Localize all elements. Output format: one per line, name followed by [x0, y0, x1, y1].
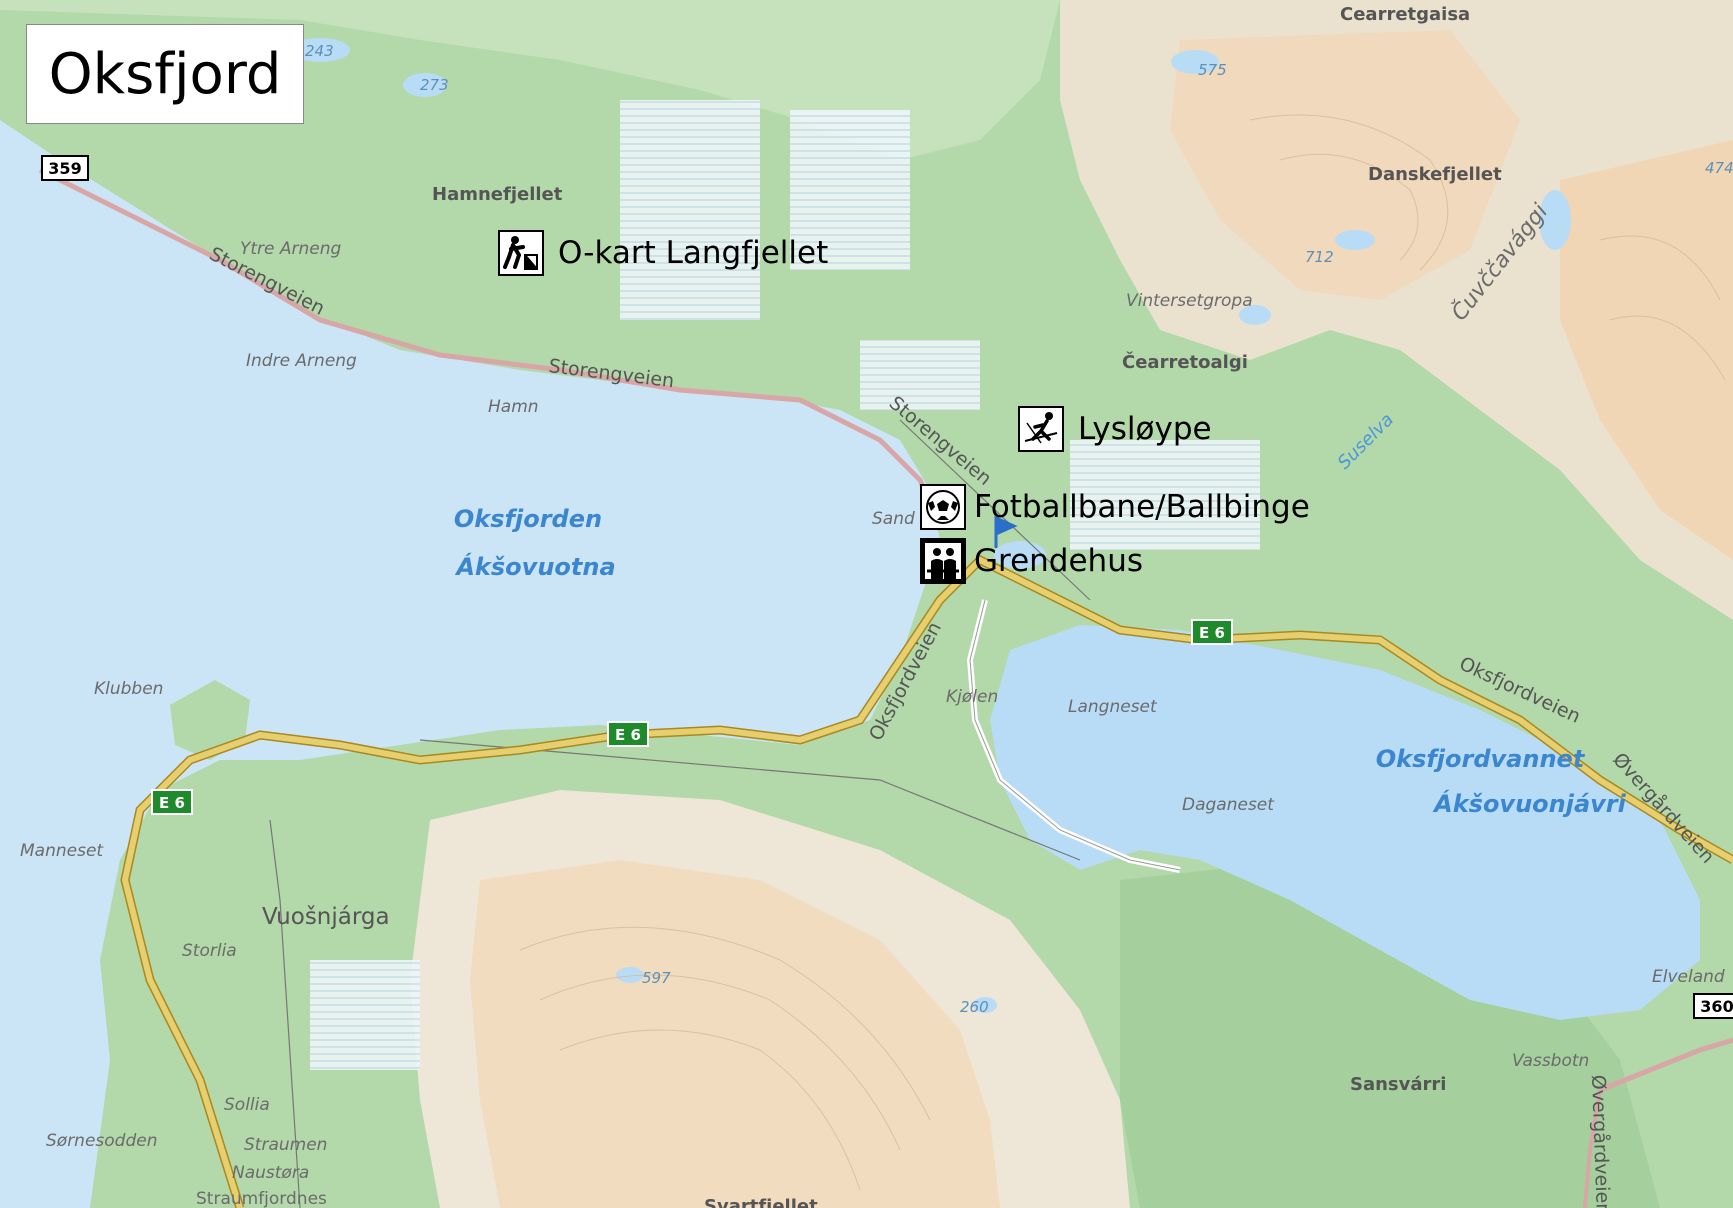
road-vassbotn	[1583, 1089, 1602, 1208]
place-sollia: Sollia	[224, 1095, 270, 1115]
place-vassbotn: Vassbotn	[1512, 1051, 1589, 1071]
lake-small-vinterset	[1239, 305, 1271, 325]
orienteering-icon	[498, 230, 544, 276]
elevation-474: 474	[1705, 159, 1733, 177]
cross-country-ski-icon	[1018, 406, 1064, 452]
community-hall-icon	[920, 538, 966, 584]
place-danskefjellet: Danskefjellet	[1368, 164, 1502, 185]
place-hamn: Hamn	[488, 397, 539, 417]
elevation-260: 260	[960, 998, 989, 1016]
lake-small-260	[973, 997, 997, 1013]
poi-football[interactable]: Fotballbane/Ballbinge	[920, 484, 1310, 530]
place-manneset: Manneset	[20, 841, 104, 861]
elevation-712: 712	[1305, 248, 1334, 266]
svg-text:360: 360	[1700, 997, 1733, 1016]
elevation-273: 273	[420, 76, 449, 94]
place-sand: Sand	[872, 509, 915, 529]
place-ytre-arneng: Ytre Arneng	[240, 239, 342, 259]
football-icon	[920, 484, 966, 530]
poi-orienteering[interactable]: O-kart Langfjellet	[498, 230, 828, 276]
svg-text:E 6: E 6	[159, 794, 185, 812]
place-langneset: Langneset	[1068, 697, 1158, 717]
lake-small-575	[1171, 50, 1219, 74]
water-label-aksovuotna: Ákšovuotna	[454, 552, 615, 581]
svg-text:359: 359	[48, 159, 81, 178]
road-overgardveien	[1599, 1037, 1733, 1093]
elevation-243: 243	[305, 42, 334, 60]
place-straumfjordnes: Straumfjordnes	[196, 1189, 327, 1208]
water-label-oksfjorden: Oksfjorden	[454, 505, 602, 533]
place-sornesodden: Sørnesodden	[46, 1131, 158, 1151]
lake-small-712	[1335, 230, 1375, 250]
place-klubben: Klubben	[94, 679, 163, 699]
power-line	[269, 419, 1091, 1208]
elevation-575: 575	[1198, 61, 1227, 79]
open-land-north	[0, 0, 1060, 160]
place-straumen: Straumen	[244, 1135, 327, 1155]
mountain-area-east	[1560, 140, 1733, 560]
marsh-area-1	[620, 100, 760, 320]
map-title: Oksfjord	[26, 24, 304, 124]
lake-small-243	[290, 38, 350, 62]
svg-text:E 6: E 6	[1199, 624, 1225, 642]
place-sansvarri: Sansvárri	[1350, 1074, 1446, 1095]
water-label-oksfjordvannet: Oksfjordvannet	[1376, 745, 1586, 773]
flag-marker	[994, 515, 1018, 548]
lake-small-273	[403, 73, 447, 97]
marsh-area-4	[1070, 440, 1260, 550]
poi-community-hall[interactable]: Grendehus	[920, 538, 1143, 584]
shield-359: 359	[41, 155, 89, 181]
poi-orienteering-label: O-kart Langfjellet	[558, 235, 829, 271]
marsh-area-5	[310, 960, 420, 1070]
place-elveland: Elveland	[1652, 967, 1725, 987]
poi-football-label: Fotballbane/Ballbinge	[974, 489, 1310, 525]
place-hamnefjellet: Hamnefjellet	[432, 184, 563, 205]
lake-oksfjordvannet	[990, 625, 1700, 1020]
lake-small-sand	[994, 541, 1046, 569]
place-vintersetgropa: Vintersetgropa	[1126, 291, 1253, 311]
road-kjolen-loop-outline	[969, 599, 1181, 871]
shield-e6-lake: E 6	[1191, 619, 1233, 645]
lake-small-597	[616, 967, 644, 983]
place-daganeset: Daganeset	[1182, 795, 1275, 815]
poi-ski-trail-label: Lysløype	[1078, 411, 1212, 447]
place-vuosnjarga: Vuošnjárga	[262, 904, 390, 930]
mountain-peak-svartfjellet	[470, 860, 1000, 1208]
poi-community-hall-label: Grendehus	[974, 543, 1144, 579]
place-naustora: Naustøra	[232, 1163, 309, 1183]
place-storlia: Storlia	[182, 941, 237, 961]
elevation-597: 597	[642, 969, 671, 987]
contour-lines	[519, 114, 1726, 1191]
road-storengveien	[38, 167, 943, 531]
mountain-peak-danskefjellet	[1170, 30, 1520, 300]
water-label-aksovuonjavri: Ákšovuonjávri	[1432, 789, 1627, 818]
poi-ski-trail[interactable]: Lysløype	[1018, 406, 1212, 452]
headland-klubben	[170, 680, 250, 760]
shield-e6-fjord: E 6	[607, 721, 649, 747]
marsh-area-2	[790, 110, 910, 270]
shield-360: 360	[1693, 993, 1733, 1019]
road-label-overgardveien-south: Øvergårdveien	[1587, 1074, 1615, 1208]
marsh-area-3	[860, 340, 980, 410]
svg-text:E 6: E 6	[615, 726, 641, 744]
shield-e6-west: E 6	[151, 789, 193, 815]
place-svartfjellet: Svartfjellet	[704, 1196, 818, 1208]
lake-small-danske	[1539, 190, 1571, 250]
open-land-southeast	[1120, 860, 1660, 1208]
place-kjolen: Kjølen	[946, 687, 998, 707]
place-cearretgaisa: Cearretgaisa	[1340, 4, 1470, 25]
place-indre-arneng: Indre Arneng	[246, 351, 357, 371]
place-cearretoalgi: Čearretoalgi	[1122, 351, 1248, 373]
